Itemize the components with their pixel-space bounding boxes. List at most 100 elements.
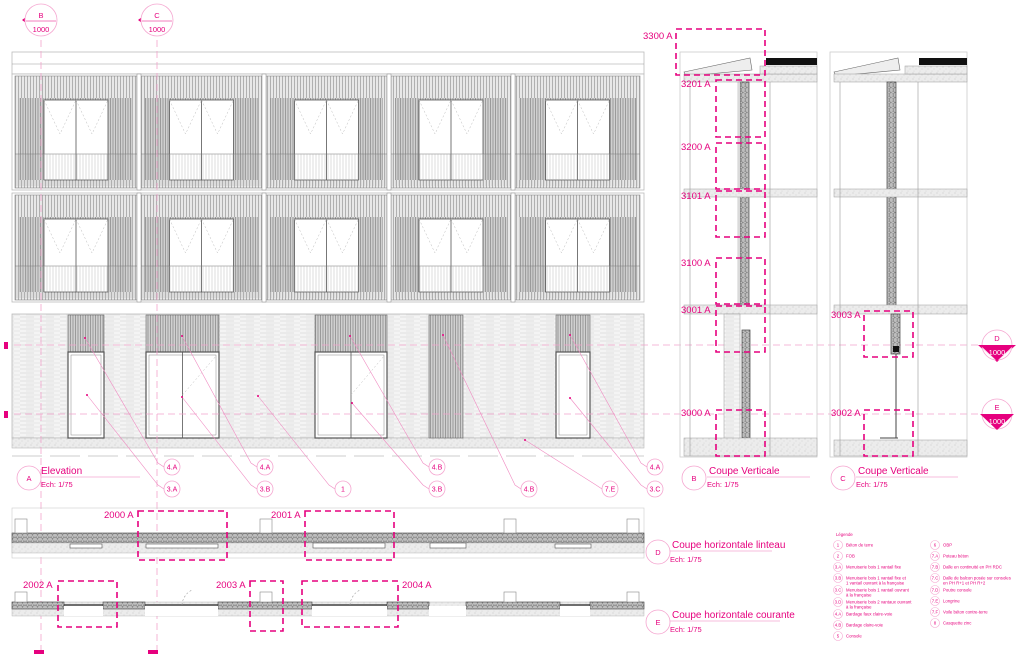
detail-tag-3201[interactable]: 3201 A	[681, 79, 711, 90]
callout-bubble[interactable]: 4.B	[520, 480, 538, 498]
balcony-railing	[391, 153, 511, 186]
callout-bubble[interactable]: 7.E	[601, 480, 619, 498]
detail-tag-2002[interactable]: 2002 A	[23, 580, 53, 591]
detail-tag-3003[interactable]: 3003 A	[831, 310, 861, 321]
detail-box-2002[interactable]	[57, 580, 118, 628]
marker-ref: 1000	[149, 25, 166, 34]
detail-box-3300[interactable]	[675, 28, 766, 76]
detail-box-3200[interactable]	[715, 142, 766, 190]
ground-opening	[314, 314, 388, 439]
callout-label: 1	[341, 487, 345, 494]
detail-box-3101[interactable]	[715, 190, 766, 238]
balcony-bay	[265, 75, 388, 189]
legend-text-cont: à la française	[846, 593, 872, 598]
detail-tag-2004[interactable]: 2004 A	[402, 580, 432, 591]
callout-bubble[interactable]: 3.B	[256, 480, 274, 498]
leader-line	[86, 394, 165, 490]
view-title-coupe-d: D Coupe horizontale linteau Ech: 1/75	[645, 539, 785, 565]
ground-opening	[67, 314, 105, 439]
leader-line	[351, 402, 430, 490]
detail-tag-3002[interactable]: 3002 A	[831, 408, 861, 419]
view-scale: Ech: 1/75	[670, 625, 702, 634]
leader-line	[349, 335, 430, 468]
balcony-railing	[15, 265, 137, 298]
legend-text: Dalle de balcon posée sur consoles	[943, 576, 1011, 581]
detail-box-3000[interactable]	[715, 409, 766, 457]
detail-tag-3100[interactable]: 3100 A	[681, 258, 711, 269]
legend-item: 7.A Poteau béton	[930, 551, 969, 561]
balcony-railing	[266, 265, 387, 298]
detail-tag-3000[interactable]: 3000 A	[681, 408, 711, 419]
detail-box-3100[interactable]	[715, 257, 766, 305]
callout-bubble[interactable]: 4.B	[428, 458, 446, 476]
coupe-verticale-b-drawing	[679, 51, 818, 458]
balcony-bay	[140, 194, 263, 301]
callout-bubble[interactable]: 3.A	[163, 480, 181, 498]
detail-tag-2001[interactable]: 2001 A	[271, 510, 301, 521]
callout-bubble[interactable]: 4.A	[256, 458, 274, 476]
legend-code: 7.E	[932, 599, 939, 604]
legend-code: 2	[837, 554, 840, 559]
leader-dot	[86, 394, 88, 396]
callout-bubble[interactable]: 3.B	[428, 480, 446, 498]
callout-label: 4.B	[524, 487, 535, 494]
view-scale: Ech: 1/75	[41, 480, 73, 489]
callout-label: 3.A	[167, 487, 178, 494]
floor-band	[11, 192, 645, 303]
balcony-bay	[390, 194, 512, 301]
callout-bubble[interactable]: 4.A	[163, 458, 181, 476]
legend-text: OBP	[943, 543, 952, 548]
view-letter: C	[840, 474, 846, 483]
legend-code: 6	[934, 543, 937, 548]
section-marker-b[interactable]: B 1000	[22, 3, 58, 37]
section-marker-c[interactable]: C 1000	[138, 3, 174, 37]
callout-bubble[interactable]: 4.A	[646, 458, 664, 476]
legend-text: Poteau béton	[943, 554, 969, 559]
ground-opening	[555, 314, 591, 439]
section-marker-d[interactable]: D 1000	[978, 329, 1016, 362]
view-title: Coupe horizontale linteau	[672, 540, 785, 551]
callout-label: 7.E	[605, 487, 616, 494]
section-marker-e[interactable]: E 1000	[980, 398, 1014, 430]
detail-tag-3200[interactable]: 3200 A	[681, 142, 711, 153]
leader-dot	[569, 397, 571, 399]
coupe-horizontale-courante-drawing	[11, 589, 645, 617]
window-door	[43, 218, 109, 293]
leader-dot	[84, 337, 86, 339]
detail-box-3201[interactable]	[715, 79, 766, 138]
detail-tag-2003[interactable]: 2003 A	[216, 580, 246, 591]
detail-tag-2000[interactable]: 2000 A	[104, 510, 134, 521]
detail-box-2001[interactable]	[304, 510, 395, 561]
callout-bubble[interactable]: 3.C	[646, 480, 664, 498]
balcony-railing	[515, 153, 640, 186]
window-door	[169, 218, 234, 293]
detail-box-3001[interactable]	[715, 305, 766, 353]
balcony-bay	[514, 194, 641, 301]
legend-code: 7.A	[932, 554, 939, 559]
detail-box-3002[interactable]	[863, 409, 914, 457]
detail-tag-3101[interactable]: 3101 A	[681, 191, 711, 202]
detail-boxes	[57, 28, 914, 632]
detail-box-2003[interactable]	[249, 580, 284, 632]
callout-label: 3.B	[260, 487, 271, 494]
detail-tag-3300[interactable]: 3300 A	[643, 31, 673, 42]
floor-band	[11, 73, 645, 191]
detail-tag-3001[interactable]: 3001 A	[681, 305, 711, 316]
elevation-drawing	[11, 51, 645, 457]
detail-box-3003[interactable]	[863, 310, 914, 358]
legend-text: Poutre console	[943, 588, 972, 593]
window-door	[545, 99, 610, 181]
legend-text: Bardage faux claire-voie	[846, 612, 893, 617]
detail-box-2000[interactable]	[137, 510, 228, 561]
detail-box-2004[interactable]	[301, 580, 399, 628]
legend-code: 1	[837, 543, 840, 548]
callout-bubble[interactable]: 1	[334, 480, 352, 498]
leader-line	[569, 397, 648, 490]
ground-opening	[428, 314, 464, 439]
legend-text: Béton de terre	[846, 543, 874, 548]
